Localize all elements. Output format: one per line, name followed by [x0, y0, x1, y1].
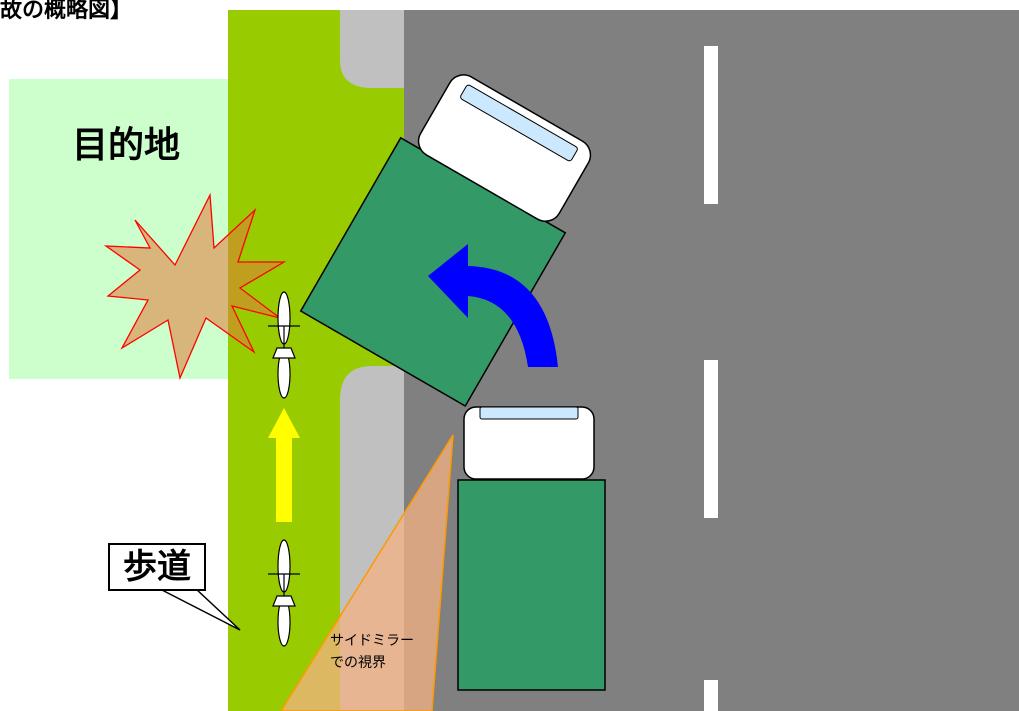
destination-label: 目的地	[72, 125, 181, 166]
truck-windshield	[479, 406, 579, 420]
lane-dash	[704, 46, 718, 204]
mirror-view-cone	[280, 434, 454, 711]
lane-dash	[704, 360, 718, 518]
straight-truck	[457, 406, 606, 691]
mirror-view-label-line1: サイドミラー	[330, 633, 414, 649]
truck-cab	[417, 74, 592, 222]
up-arrow-icon	[268, 408, 300, 522]
collision-burst-icon	[103, 192, 287, 381]
diagram-title: 故の概略図】	[0, 0, 133, 23]
lane-markings	[704, 46, 718, 711]
bicycle-icon	[268, 291, 300, 399]
curb-strip-top	[340, 10, 404, 88]
truck-windshield	[460, 84, 578, 162]
turning-truck	[299, 74, 592, 408]
left-turn-arrow-icon	[428, 244, 558, 367]
sidewalk-label: 歩道	[108, 543, 206, 591]
mirror-view-label-line2: での視界	[330, 655, 386, 671]
lane-dash	[704, 680, 718, 711]
bicycle-icon	[268, 539, 300, 647]
mirror-view-label: サイドミラー での視界	[330, 630, 450, 674]
truck-cargo	[457, 479, 606, 691]
